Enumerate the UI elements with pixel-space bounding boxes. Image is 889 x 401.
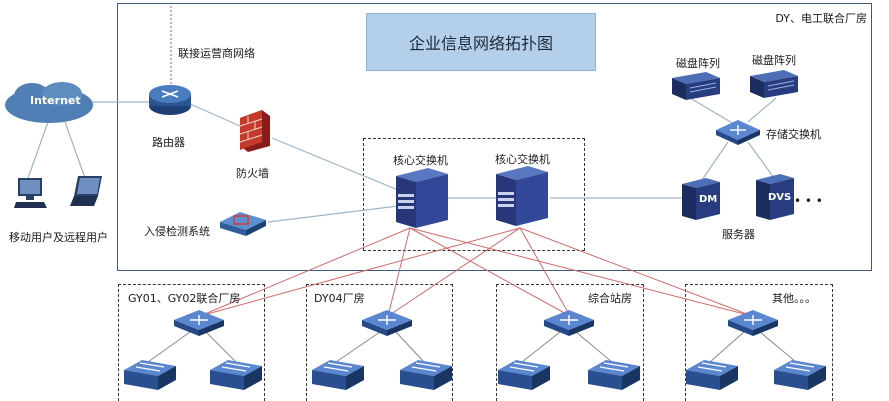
storage-switch-icon bbox=[716, 120, 760, 145]
storage-switch-label: 存储交换机 bbox=[766, 128, 821, 141]
area-label-1: GY01、GY02联合厂房 bbox=[128, 292, 241, 305]
internet-cloud-icon bbox=[5, 82, 93, 123]
distribution-switch-icon bbox=[174, 310, 224, 336]
desktop-pc-icon bbox=[14, 178, 47, 208]
server-dvs-icon bbox=[756, 174, 794, 220]
area-label-3: 综合站房 bbox=[588, 292, 632, 305]
core-switch-2-icon bbox=[496, 166, 548, 226]
disk-array-1-label: 磁盘阵列 bbox=[676, 57, 720, 70]
core-group-frame bbox=[363, 138, 585, 251]
disk-array-2-label: 磁盘阵列 bbox=[752, 54, 796, 67]
area-frame-4 bbox=[685, 284, 833, 401]
access-switch-icon bbox=[588, 360, 640, 390]
access-switch-icon bbox=[686, 360, 738, 390]
isp-link-label: 联接运营商网络 bbox=[178, 47, 255, 60]
area-frame-3 bbox=[496, 284, 644, 401]
servers-label: 服务器 bbox=[722, 228, 755, 241]
more-servers-dots: • • • bbox=[794, 194, 823, 208]
ids-icon bbox=[220, 212, 266, 236]
site-frame bbox=[117, 3, 872, 271]
core-switch-1-icon bbox=[396, 168, 448, 228]
laptop-icon bbox=[70, 176, 102, 206]
users-label: 移动用户及远程用户 bbox=[9, 231, 108, 244]
site-label: DY、电工联合厂房 bbox=[775, 12, 867, 25]
disk-array-1-icon bbox=[672, 72, 720, 100]
distribution-switch-icon bbox=[544, 310, 594, 336]
server-dm-label: DM bbox=[699, 194, 718, 205]
server-dvs-label: DVS bbox=[768, 192, 792, 203]
access-switch-icon bbox=[312, 360, 364, 390]
firewall-label: 防火墙 bbox=[236, 167, 269, 180]
access-switch-icon bbox=[774, 360, 826, 390]
access-switch-icon bbox=[210, 360, 262, 390]
router-icon bbox=[149, 85, 191, 115]
distribution-switch-icon bbox=[728, 310, 778, 336]
firewall-icon bbox=[239, 110, 270, 152]
area-frame-2 bbox=[306, 284, 453, 401]
internet-label: Internet bbox=[30, 94, 81, 107]
area-label-2: DY04厂房 bbox=[314, 292, 365, 305]
ids-label: 入侵检测系统 bbox=[144, 225, 210, 238]
area-label-4: 其他。。。 bbox=[772, 292, 816, 305]
access-switch-icon bbox=[498, 360, 550, 390]
router-label: 路由器 bbox=[152, 136, 185, 149]
core-switch-1-label: 核心交换机 bbox=[393, 154, 448, 167]
access-switch-icon bbox=[400, 360, 452, 390]
diagram-title: 企业信息网络拓扑图 bbox=[366, 13, 596, 71]
area-frame-1 bbox=[118, 284, 265, 401]
core-switch-2-label: 核心交换机 bbox=[495, 153, 550, 166]
disk-array-2-icon bbox=[750, 70, 798, 98]
server-dm-icon bbox=[682, 178, 720, 220]
distribution-switch-icon bbox=[362, 310, 412, 336]
access-switch-icon bbox=[124, 360, 176, 390]
